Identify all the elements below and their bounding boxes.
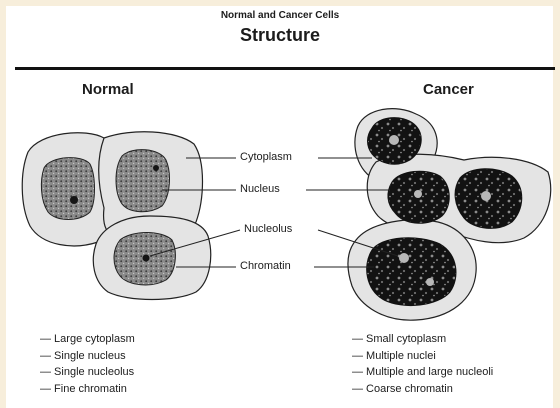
normal-nucleolus	[153, 165, 159, 171]
chromatin-label: Chromatin	[240, 260, 291, 272]
normal-nucleolus	[70, 196, 78, 204]
cancer-cell-group	[348, 109, 551, 321]
cancer-nucleolus	[426, 278, 434, 286]
cancer-nucleus	[367, 238, 456, 306]
list-item: — Single nucleus	[40, 348, 135, 365]
list-item: — Fine chromatin	[40, 381, 135, 398]
normal-nucleus	[41, 158, 94, 220]
normal-cell-group	[22, 132, 210, 300]
normal-nucleolus	[143, 255, 150, 262]
cancer-nucleolus	[399, 253, 409, 263]
list-item: — Multiple nuclei	[352, 348, 493, 365]
cancer-nucleolus	[414, 190, 422, 198]
list-item: — Multiple and large nucleoli	[352, 364, 493, 381]
normal-traits-list: — Large cytoplasm — Single nucleus — Sin…	[40, 331, 135, 397]
nucleolus-label: Nucleolus	[244, 223, 292, 235]
cancer-nucleolus	[481, 191, 491, 201]
cancer-nucleolus	[389, 135, 399, 145]
list-item: — Large cytoplasm	[40, 331, 135, 348]
normal-nucleus	[116, 150, 169, 212]
cytoplasm-label: Cytoplasm	[240, 151, 292, 163]
list-item: — Coarse chromatin	[352, 381, 493, 398]
list-item: — Small cytoplasm	[352, 331, 493, 348]
cancer-traits-list: — Small cytoplasm — Multiple nuclei — Mu…	[352, 331, 493, 397]
nucleus-label: Nucleus	[240, 183, 280, 195]
list-item: — Single nucleolus	[40, 364, 135, 381]
